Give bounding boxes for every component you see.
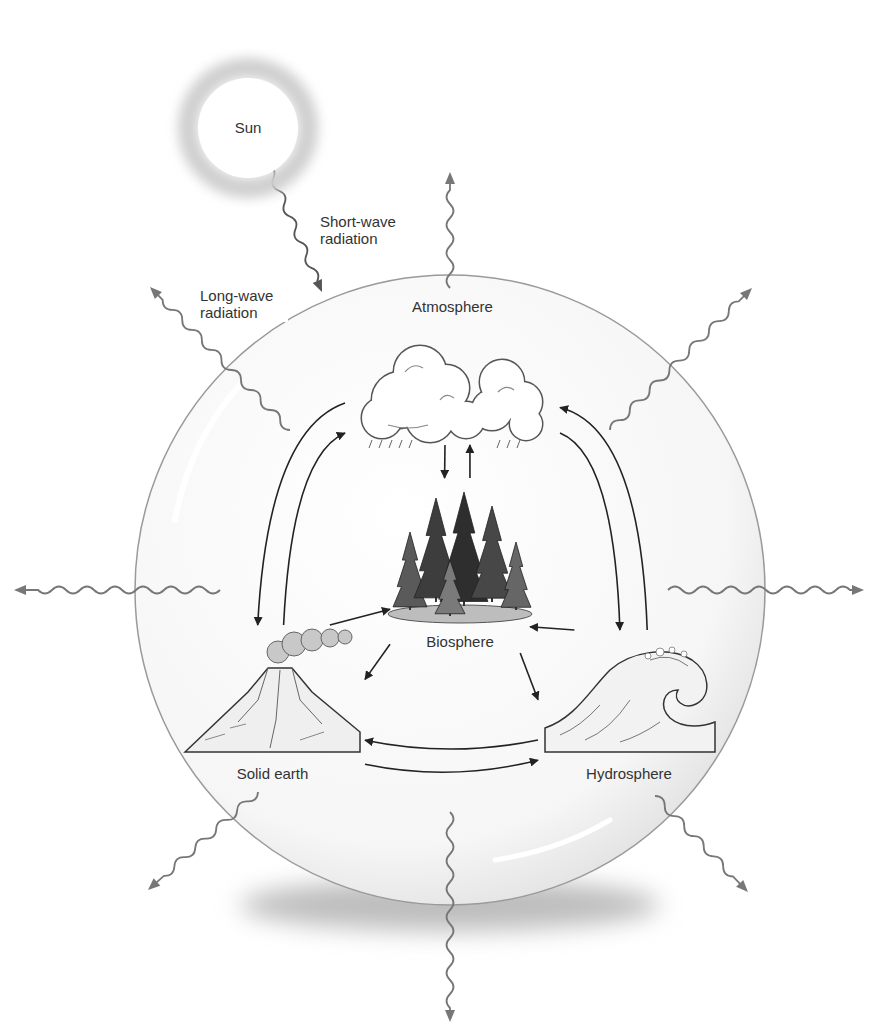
radiation-arrowhead (146, 284, 162, 300)
biosphere-node: Biosphere (390, 478, 530, 653)
tree (501, 542, 531, 607)
radiation-waves (14, 163, 864, 1022)
glass-highlight (175, 385, 240, 520)
component-label: Hydrosphere (538, 765, 720, 783)
radiation-arrowhead (313, 279, 327, 294)
radiation-label: Short-wave radiation (318, 212, 412, 248)
exchange-arrow (258, 403, 345, 625)
forest-illustration (388, 492, 532, 623)
radiation-arrow (146, 284, 293, 434)
exchange-arrow (365, 644, 390, 679)
earth-sphere (135, 275, 765, 905)
radiation-wave (447, 812, 454, 1012)
exchange-arrow (530, 627, 574, 630)
radiation-wave (608, 293, 748, 433)
radiation-arrow (606, 284, 755, 433)
exchange-arrow (469, 445, 471, 478)
radiation-wave (668, 587, 854, 594)
exchange-arrow (560, 408, 647, 631)
radiation-arrow (651, 793, 751, 896)
hydrosphere-node: Hydrosphere (538, 630, 720, 785)
exchange-arrow (365, 760, 538, 772)
component-label: Biosphere (390, 633, 530, 651)
component-label: Solid earth (180, 765, 365, 783)
exchange-arrow (444, 445, 446, 478)
exchange-arrow (520, 653, 538, 700)
radiation-arrowhead (852, 585, 864, 595)
radiation-label: Long-wave radiation (198, 286, 288, 322)
exchange-arrow (284, 433, 345, 625)
radiation-wave (153, 789, 260, 886)
radiation-arrowhead (445, 1010, 455, 1022)
component-label: Atmosphere (345, 298, 560, 316)
radiation-arrow (145, 788, 262, 893)
wave-illustration (545, 647, 715, 752)
radiation-arrowhead (736, 880, 752, 896)
radiation-wave (652, 794, 743, 888)
atmosphere-node: Atmosphere (345, 295, 560, 445)
radiation-arrow (668, 585, 864, 595)
sun-circle: Sun (173, 53, 323, 203)
radiation-arrow (445, 812, 455, 1022)
radiation-arrow (14, 585, 220, 595)
cloud-illustration (362, 346, 542, 448)
solid-earth-node: Solid earth (180, 625, 365, 785)
exchange-arrow (330, 609, 390, 625)
glass-highlight (495, 820, 610, 860)
exchange-arrow (365, 740, 538, 749)
radiation-arrowhead (445, 172, 455, 184)
radiation-wave (447, 182, 454, 288)
exchange-arrow (560, 433, 620, 630)
component-label: Sun (173, 119, 323, 137)
radiation-arrowhead (740, 284, 756, 300)
radiation-arrow (445, 172, 455, 288)
tree (435, 560, 465, 614)
radiation-wave (24, 587, 220, 594)
radiation-arrowhead (145, 878, 161, 893)
volcano-illustration (185, 629, 360, 752)
radiation-arrowhead (14, 585, 26, 595)
